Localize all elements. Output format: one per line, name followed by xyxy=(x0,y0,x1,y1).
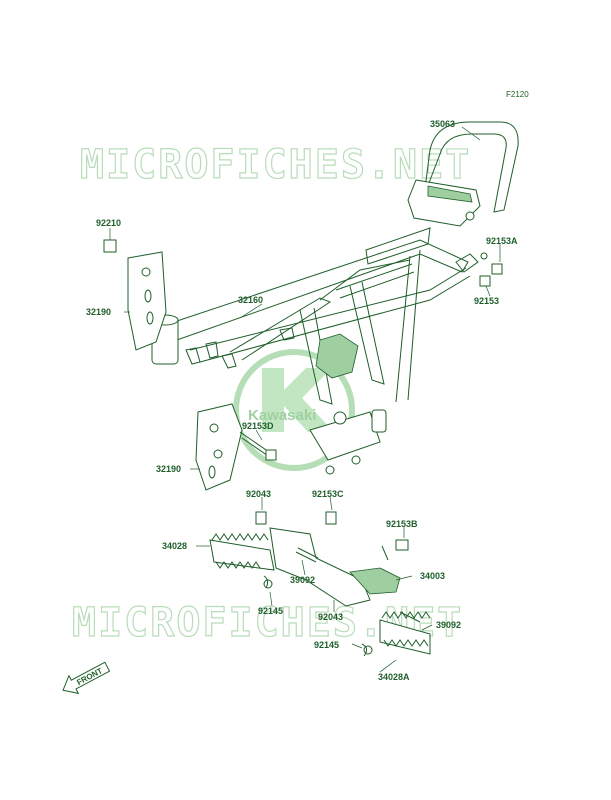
part-label-32160[interactable]: 32160 xyxy=(238,295,263,305)
callout-leaders xyxy=(109,126,501,673)
part-label-92153C[interactable]: 92153C xyxy=(312,489,344,499)
main-frame-drawing xyxy=(149,227,488,475)
part-label-92153[interactable]: 92153 xyxy=(474,296,499,306)
part-label-32190-upper[interactable]: 32190 xyxy=(86,307,111,317)
footpeg-right-drawing xyxy=(361,611,431,657)
bolts-drawing xyxy=(255,263,503,551)
part-label-92153D[interactable]: 92153D xyxy=(242,421,274,431)
part-label-92145-left[interactable]: 92145 xyxy=(258,606,283,616)
part-label-32190-lower[interactable]: 32190 xyxy=(156,464,181,474)
front-arrow: FRONT xyxy=(62,661,111,695)
part-label-34028[interactable]: 34028 xyxy=(162,541,187,551)
rear-carrier-drawing xyxy=(407,121,519,227)
part-labels: 35063 92210 92153A 32160 92153 32190 921… xyxy=(86,119,518,682)
part-label-34003[interactable]: 34003 xyxy=(420,571,445,581)
figure-code: F2120 xyxy=(506,90,529,99)
part-label-34028A[interactable]: 34028A xyxy=(378,672,410,682)
engine-bracket-upper-drawing xyxy=(103,239,167,351)
part-label-92043-lower[interactable]: 92043 xyxy=(318,612,343,622)
part-label-35063[interactable]: 35063 xyxy=(430,119,455,129)
part-label-39092-right[interactable]: 39092 xyxy=(436,620,461,630)
watermark-top: MICROFICHES.NET xyxy=(80,142,471,188)
part-label-92153A[interactable]: 92153A xyxy=(486,236,518,246)
part-label-92153B[interactable]: 92153B xyxy=(386,519,418,529)
part-label-92145-right[interactable]: 92145 xyxy=(314,640,339,650)
engine-bracket-lower-drawing xyxy=(195,403,277,491)
logo-text: Kawasaki xyxy=(248,407,316,424)
footpeg-left-drawing xyxy=(209,533,275,589)
part-label-92043-upper[interactable]: 92043 xyxy=(246,489,271,499)
part-label-92210[interactable]: 92210 xyxy=(96,218,121,228)
footpeg-bracket-drawing xyxy=(269,527,401,607)
part-label-39092-left[interactable]: 39092 xyxy=(290,575,315,585)
